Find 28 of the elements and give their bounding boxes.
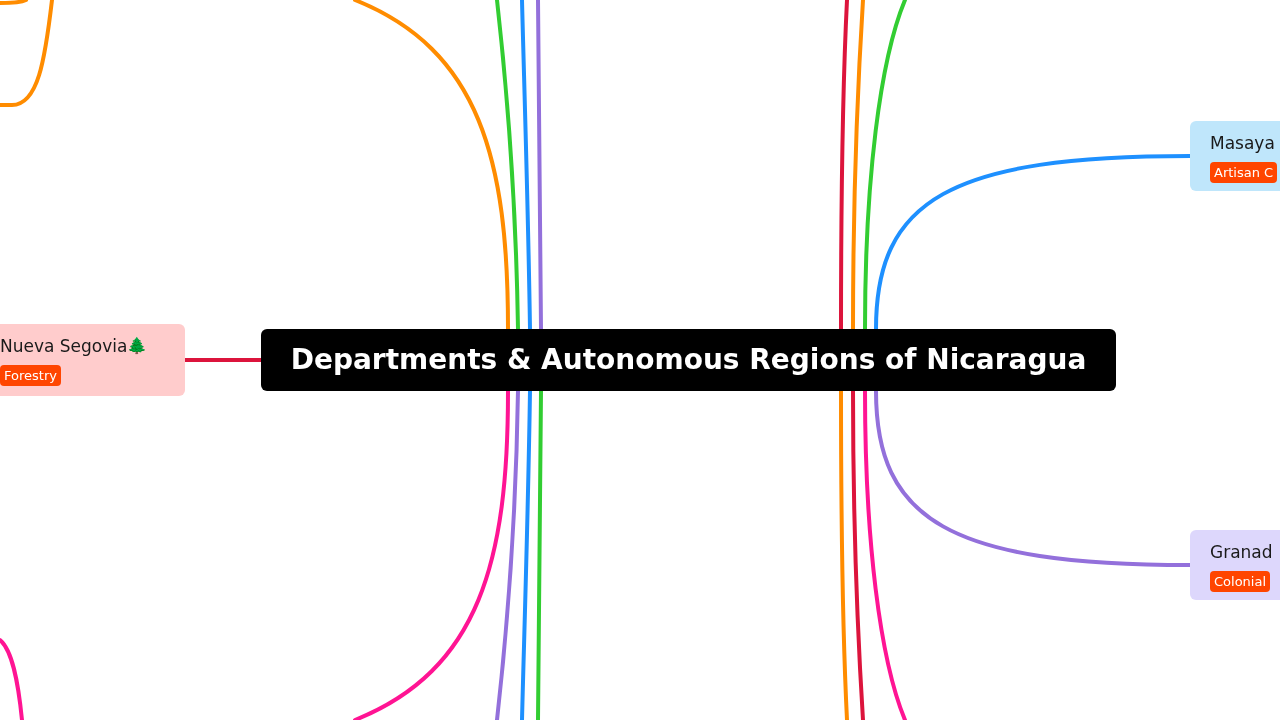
branch-line bbox=[520, 0, 532, 331]
branch-line bbox=[863, 389, 907, 720]
branch-line bbox=[851, 389, 865, 720]
topic-node bbox=[0, 324, 185, 396]
category-tag: Artisan C bbox=[1210, 162, 1278, 183]
branch-line bbox=[520, 389, 532, 720]
branch-line bbox=[863, 0, 907, 331]
branch-line bbox=[874, 154, 1192, 331]
branch-line bbox=[353, 0, 510, 331]
branch-line bbox=[495, 0, 520, 331]
branch-line bbox=[536, 389, 543, 720]
branch-line bbox=[495, 389, 520, 720]
category-tag: Colonial bbox=[1210, 571, 1271, 592]
central-topic-title: Departments & Autonomous Regions of Nicaragua bbox=[290, 343, 1087, 377]
branch-line bbox=[353, 389, 510, 720]
branch-line bbox=[536, 0, 543, 331]
category-tag: Forestry bbox=[0, 365, 61, 386]
topic-title: Granad bbox=[1210, 541, 1273, 563]
central-topic-box bbox=[261, 329, 1116, 391]
topic-title: Masaya bbox=[1210, 132, 1275, 154]
branch-line bbox=[839, 0, 849, 331]
topic-title: Nueva Segovia bbox=[0, 335, 128, 357]
branch-line bbox=[839, 389, 849, 720]
emoji-icon: 🌲 bbox=[127, 335, 148, 357]
topic-node bbox=[1190, 121, 1280, 191]
topic-node bbox=[1190, 530, 1280, 600]
branch-line bbox=[874, 389, 1192, 567]
branch-line bbox=[851, 0, 865, 331]
